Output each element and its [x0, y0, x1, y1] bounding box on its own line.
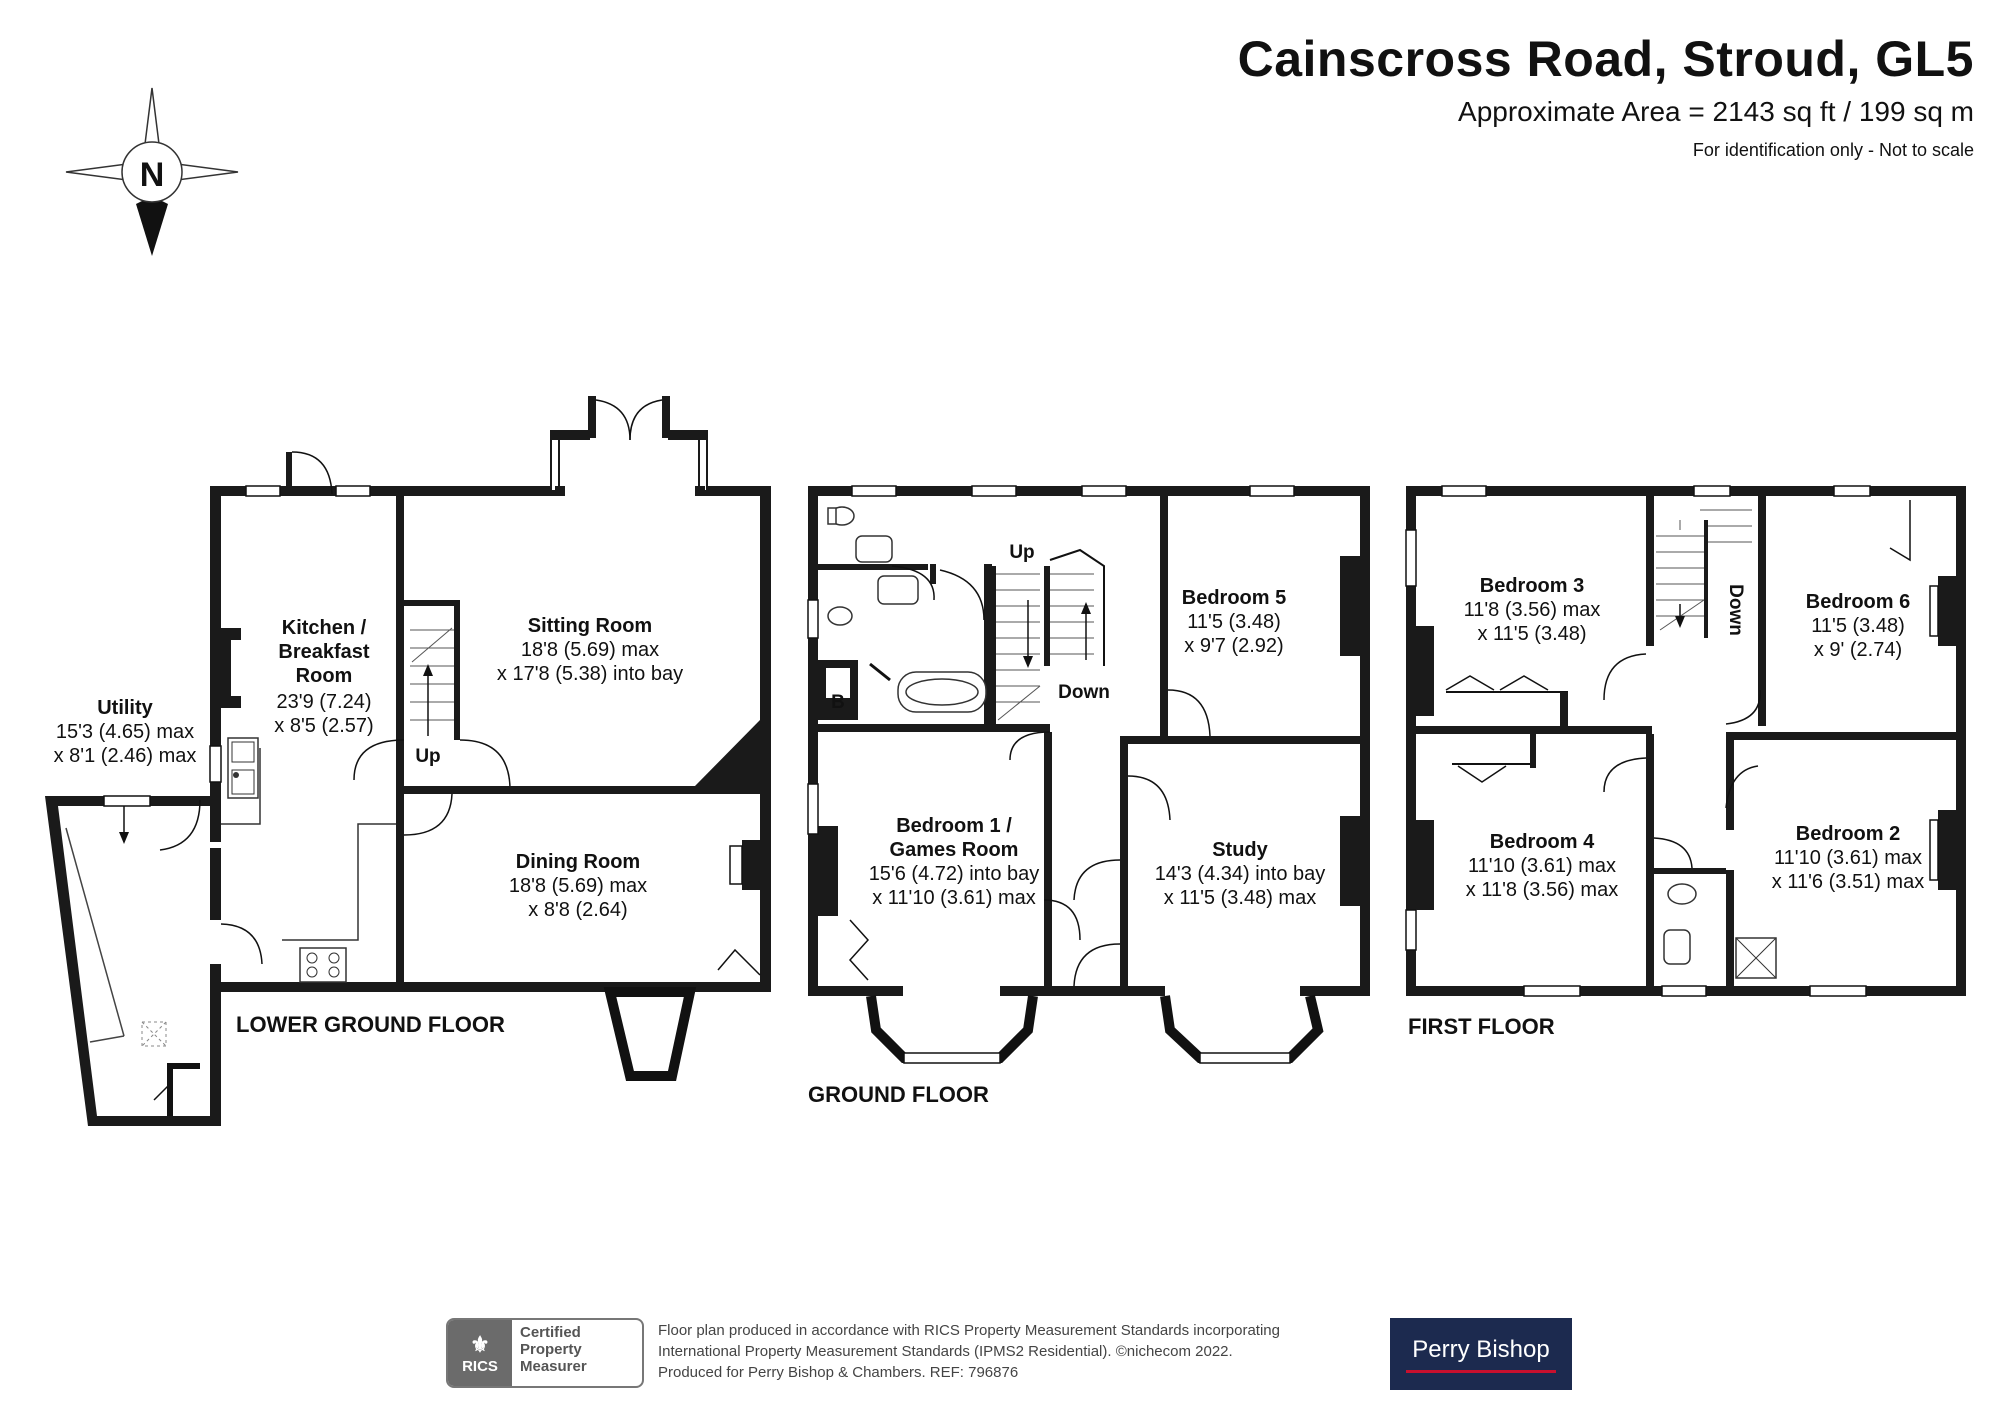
kitchen-name-line2: Breakfast — [278, 641, 370, 663]
bedroom4-dim1: 11'10 (3.61) max — [1468, 855, 1616, 877]
ground-stairs-up-label: Up — [1009, 542, 1034, 563]
bedroom4-dim2: x 11'8 (3.56) max — [1466, 879, 1618, 901]
bedroom2-name: Bedroom 2 — [1796, 823, 1900, 845]
brand-underline — [1406, 1369, 1556, 1373]
badge-line-1: Certified — [520, 1324, 581, 1341]
bedroom6-name: Bedroom 6 — [1806, 591, 1910, 613]
rics-certified-badge: ⚜ RICS Certified Property Measurer — [446, 1318, 644, 1388]
approximate-area: Approximate Area = 2143 sq ft / 199 sq m — [1458, 96, 1974, 127]
bedroom1-name-line2: Games Room — [890, 839, 1019, 861]
kitchen-dim2: x 8'5 (2.57) — [274, 715, 373, 737]
study-dim1: 14'3 (4.34) into bay — [1155, 863, 1326, 885]
dining-room-dim1: 18'8 (5.69) max — [509, 875, 647, 897]
bedroom3-name: Bedroom 3 — [1480, 575, 1584, 597]
bedroom6-dim1: 11'5 (3.48) — [1811, 615, 1905, 637]
bedroom3-dim1: 11'8 (3.56) max — [1464, 599, 1601, 621]
identification-note: For identification only - Not to scale — [1692, 140, 1974, 160]
perry-bishop-logo: Perry Bishop — [1390, 1318, 1572, 1390]
bedroom5-name: Bedroom 5 — [1182, 587, 1286, 609]
rics-short-label: RICS — [462, 1357, 498, 1375]
footer-text-line-3: Produced for Perry Bishop & Chambers. RE… — [658, 1364, 1019, 1381]
rics-logo-icon: ⚜ RICS — [448, 1320, 512, 1386]
dining-room-dim2: x 8'8 (2.64) — [528, 899, 627, 921]
sitting-room-name: Sitting Room — [528, 615, 652, 637]
bedroom2-dim2: x 11'6 (3.51) max — [1772, 871, 1924, 893]
sitting-room-dim1: 18'8 (5.69) max — [521, 639, 659, 661]
lower-ground-floor-label: LOWER GROUND FLOOR — [236, 1012, 505, 1037]
footer-text-line-2: International Property Measurement Stand… — [658, 1343, 1233, 1360]
boiler-label: B — [831, 692, 845, 713]
bedroom4-name: Bedroom 4 — [1490, 831, 1595, 853]
dining-room-name: Dining Room — [516, 851, 640, 873]
bedroom6-dim2: x 9' (2.74) — [1814, 639, 1902, 661]
study-dim2: x 11'5 (3.48) max — [1164, 887, 1316, 909]
bedroom2-dim1: 11'10 (3.61) max — [1774, 847, 1922, 869]
page-title: Cainscross Road, Stroud, GL5 — [1237, 31, 1974, 87]
footer-disclaimer: Floor plan produced in accordance with R… — [658, 1320, 1378, 1383]
compass-icon: N — [65, 87, 239, 256]
badge-line-3: Measurer — [520, 1358, 587, 1375]
sitting-room-dim2: x 17'8 (5.38) into bay — [497, 663, 683, 685]
bedroom3-dim2: x 11'5 (3.48) — [1477, 623, 1586, 645]
bedroom1-dim2: x 11'10 (3.61) max — [872, 887, 1036, 909]
badge-line-2: Property — [520, 1341, 582, 1358]
kitchen-name-line1: Kitchen / — [282, 617, 367, 639]
kitchen-name-line3: Room — [296, 665, 353, 687]
kitchen-dim1: 23'9 (7.24) — [277, 691, 372, 713]
bedroom1-name-line1: Bedroom 1 / — [896, 815, 1012, 837]
ground-floor-label: GROUND FLOOR — [808, 1082, 989, 1107]
bedroom1-dim1: 15'6 (4.72) into bay — [869, 863, 1040, 885]
first-floor-label: FIRST FLOOR — [1408, 1014, 1555, 1039]
utility-dim2: x 8'1 (2.46) max — [54, 745, 197, 767]
bedroom5-dim2: x 9'7 (2.92) — [1184, 635, 1283, 657]
ground-floor-plan: B Up Down — [807, 485, 1370, 1107]
lower-ground-floor-plan: Up — [45, 396, 771, 1126]
utility-name: Utility — [97, 697, 153, 719]
utility-dim1: 15'3 (4.65) max — [56, 721, 194, 743]
first-stairs-down-label: Down — [1725, 584, 1746, 636]
footer-text-line-1: Floor plan produced in accordance with R… — [658, 1322, 1280, 1339]
footer: ⚜ RICS Certified Property Measurer Floor… — [446, 1318, 1576, 1390]
compass-north-letter: N — [140, 156, 165, 194]
first-floor-plan: Down Bedroom 3 11'8 (3.56) max x 11'5 (3… — [1405, 485, 1966, 1039]
study-name: Study — [1212, 839, 1268, 861]
brand-name: Perry Bishop — [1412, 1335, 1550, 1363]
lower-stairs-up-label: Up — [415, 746, 440, 767]
ground-stairs-down-label: Down — [1058, 682, 1110, 703]
bedroom5-dim1: 11'5 (3.48) — [1187, 611, 1281, 633]
